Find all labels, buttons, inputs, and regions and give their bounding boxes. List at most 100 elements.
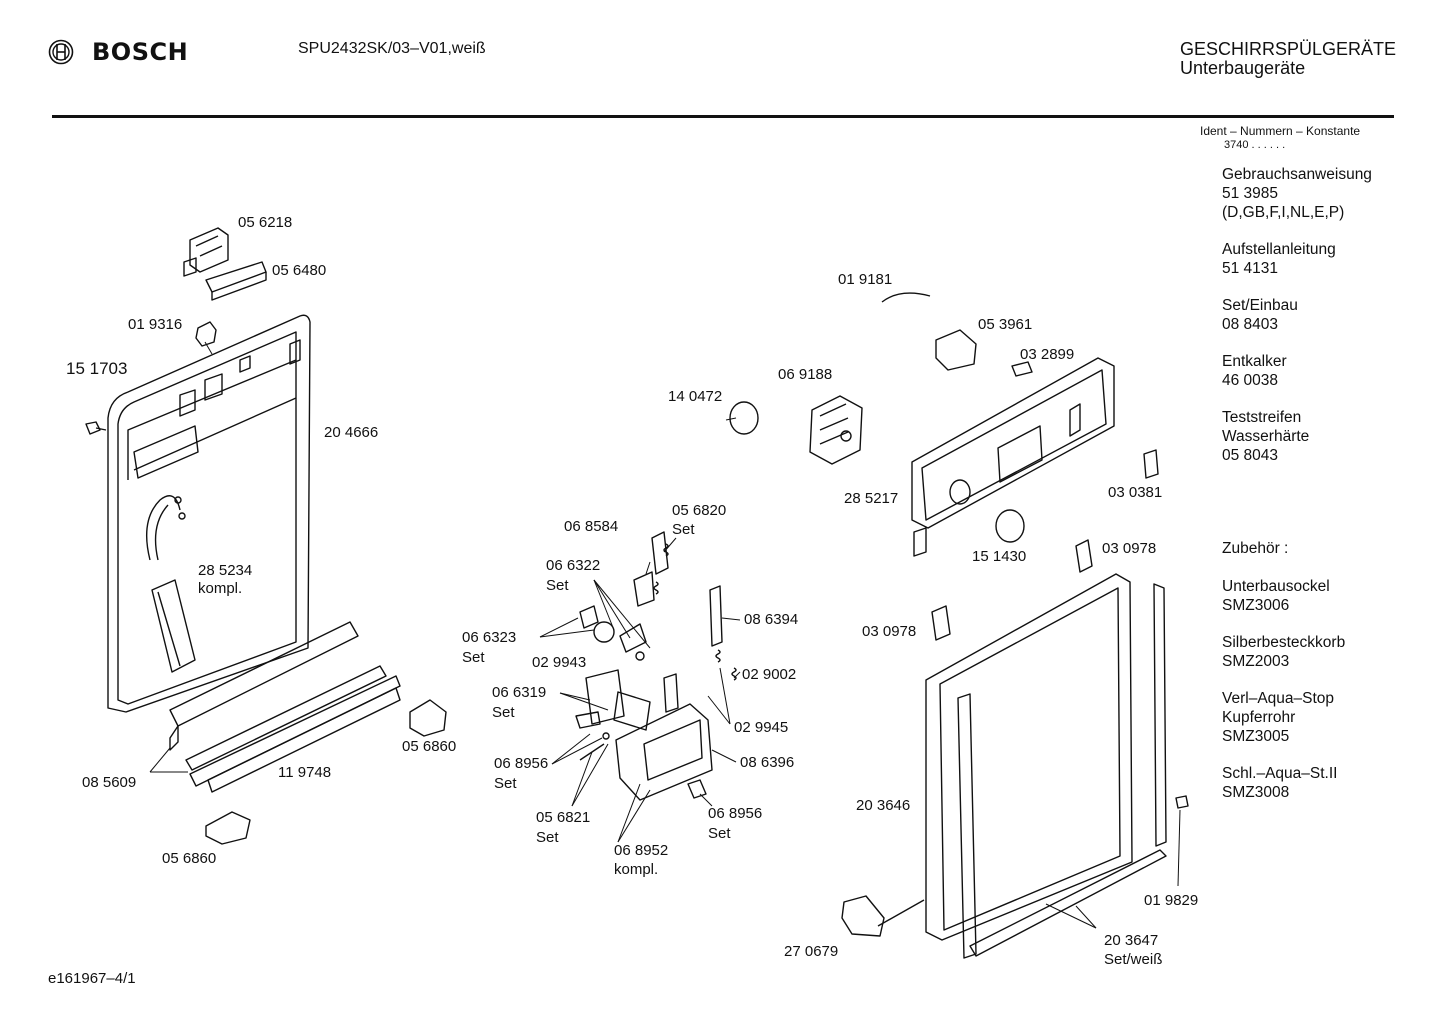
part-label-203647-suffix: Set/weiß [1104, 951, 1163, 968]
acc-line: SMZ2003 [1222, 653, 1290, 670]
clip-019316 [195, 321, 217, 347]
part-label-270679: 27 0679 [784, 943, 839, 960]
timer-knob-140472 [729, 401, 759, 435]
part-label-030978-a: 03 0978 [1102, 540, 1157, 557]
part-label-056821: 05 6821 [536, 809, 591, 826]
outer-door-203646 [925, 573, 1133, 941]
doc-line: Gebrauchsanweisung [1222, 166, 1372, 183]
acc-line: SMZ3006 [1222, 597, 1290, 614]
part-label-056820: 05 6820 [672, 502, 727, 519]
part-label-030381: 03 0381 [1108, 484, 1163, 501]
part-label-140472: 14 0472 [668, 388, 723, 405]
category-line-1: GESCHIRRSPÜLGERÄTE [1180, 39, 1397, 59]
acc-line: Verl–Aqua–Stop [1222, 690, 1335, 707]
acc-line: Schl.–Aqua–St.II [1222, 765, 1338, 782]
knob-151430 [995, 509, 1025, 543]
part-label-019316: 01 9316 [128, 316, 183, 333]
doc-line: Set/Einbau [1222, 297, 1298, 314]
ident-title: Ident – Nummern – Konstante [1200, 124, 1361, 138]
part-label-068956-b: 06 8956 [708, 805, 763, 822]
part-label-086394: 08 6394 [744, 611, 799, 628]
ident-codes: 3740 . . . . . . [1224, 139, 1286, 151]
end-cap-b [205, 811, 251, 845]
part-label-019829: 01 9829 [1144, 892, 1199, 909]
category-line-2: Unterbaugeräte [1180, 58, 1306, 78]
part-label-068956-b-suffix: Set [708, 825, 731, 842]
acc-line: Silberbesteckkorb [1222, 634, 1346, 651]
brand-name: BOSCH [92, 38, 189, 66]
part-label-203647: 20 3647 [1104, 932, 1159, 949]
doc-line: 51 4131 [1222, 260, 1279, 277]
dispenser-assembly [575, 531, 723, 801]
side-trim-203647 [957, 583, 1167, 959]
doc-entkalker: Entkalker 46 0038 [1222, 352, 1287, 390]
doc-line: 05 8043 [1222, 447, 1279, 464]
part-label-119748: 11 9748 [278, 764, 332, 781]
acc-silberbesteckkorb: Silberbesteckkorb SMZ2003 [1222, 633, 1345, 671]
part-label-029002: 02 9002 [742, 666, 797, 683]
part-label-203646: 20 3646 [856, 797, 911, 814]
part-label-053961: 05 3961 [978, 316, 1033, 333]
part-label-056821-suffix: Set [536, 829, 559, 846]
control-panel-285217 [911, 357, 1115, 557]
bosch-armature-icon [48, 39, 74, 65]
doc-line: Entkalker [1222, 353, 1287, 370]
part-label-285234: 28 5234 [198, 562, 253, 579]
ident-block: Ident – Nummern – Konstante 3740 . . . .… [1200, 124, 1360, 152]
screw-019829 [1175, 795, 1189, 809]
bracket-053961 [935, 329, 977, 371]
screw-151703 [85, 421, 107, 435]
part-label-029945: 02 9945 [734, 719, 789, 736]
acc-schl-aqua-stop: Schl.–Aqua–St.II SMZ3008 [1222, 764, 1337, 802]
doc-line: (D,GB,F,I,NL,E,P) [1222, 204, 1345, 221]
part-label-086396: 08 6396 [740, 754, 795, 771]
leader-lines [149, 341, 1181, 929]
hinge-270679 [841, 895, 885, 937]
part-label-056860-a: 05 6860 [402, 738, 457, 755]
acc-unterbausockel: Unterbausockel SMZ3006 [1222, 577, 1330, 615]
part-label-032899: 03 2899 [1020, 346, 1075, 363]
end-cap-a [409, 699, 447, 737]
part-label-029943: 02 9943 [532, 654, 587, 671]
part-label-068956-a: 06 8956 [494, 755, 549, 772]
hinge-arm [877, 899, 925, 927]
acc-line: Unterbausockel [1222, 578, 1330, 595]
clip-030381 [1143, 449, 1159, 479]
control-bracket [183, 227, 267, 301]
part-label-085609: 08 5609 [82, 774, 137, 791]
part-label-066322-suffix: Set [546, 577, 569, 594]
part-label-066323-suffix: Set [462, 649, 485, 666]
doc-set-einbau: Set/Einbau 08 8403 [1222, 296, 1298, 334]
part-label-056860-b: 05 6860 [162, 850, 217, 867]
doc-line: Teststreifen [1222, 409, 1302, 426]
doc-line: Wasserhärte [1222, 428, 1310, 445]
part-label-056480: 05 6480 [272, 262, 327, 279]
part-label-066322: 06 6322 [546, 557, 601, 574]
acc-line: SMZ3005 [1222, 728, 1290, 745]
part-label-151703: 15 1703 [66, 359, 128, 378]
cable-019181 [881, 292, 931, 303]
acc-line: Kupferrohr [1222, 709, 1296, 726]
accessories-title: Zubehör : [1222, 540, 1289, 557]
part-label-056218: 05 6218 [238, 214, 293, 231]
wire-module-285234 [151, 579, 196, 673]
inner-door-panel [107, 314, 311, 713]
bosch-logo: BOSCH [48, 38, 188, 66]
model-number: SPU2432SK/03–V01,weiß [298, 40, 486, 57]
part-label-151430: 15 1430 [972, 548, 1027, 565]
doc-line: 08 8403 [1222, 316, 1279, 333]
doc-line: 51 3985 [1222, 185, 1279, 202]
part-label-066319: 06 6319 [492, 684, 547, 701]
acc-aqua-stop: Verl–Aqua–Stop Kupferrohr SMZ3005 [1222, 689, 1334, 746]
timer-unit [809, 395, 863, 465]
drawing-code: e161967–4/1 [48, 970, 136, 987]
part-label-068952-suffix: kompl. [614, 861, 659, 878]
part-label-068952: 06 8952 [614, 842, 669, 859]
part-label-069188: 06 9188 [778, 366, 833, 383]
appliance-category: GESCHIRRSPÜLGERÄTE Unterbaugeräte [1180, 40, 1396, 78]
clip-032899 [1011, 361, 1033, 377]
springs [653, 543, 737, 681]
part-label-019181: 01 9181 [838, 271, 893, 288]
part-label-204666: 20 4666 [324, 424, 379, 441]
part-label-066319-suffix: Set [492, 704, 515, 721]
